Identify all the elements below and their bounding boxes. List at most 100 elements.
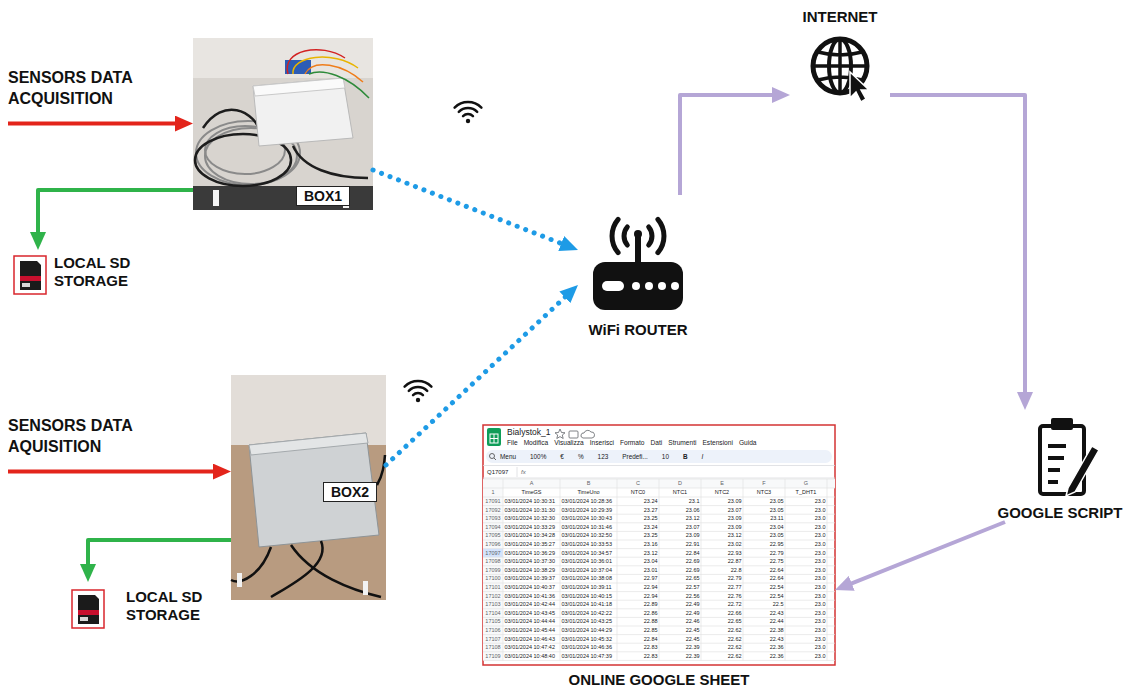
table-cell: 23.02 bbox=[701, 540, 743, 549]
row-number: 17105 bbox=[483, 617, 503, 626]
toolbar-item: Predefi... bbox=[622, 452, 648, 462]
spreadsheet-screenshot bbox=[483, 479, 835, 660]
spreadsheet-screenshot bbox=[490, 434, 498, 443]
column-letter: D bbox=[659, 479, 701, 488]
device-photo bbox=[213, 190, 219, 206]
router-symbol bbox=[658, 219, 664, 252]
router-symbol bbox=[632, 282, 640, 290]
table-cell: 23.12 bbox=[701, 531, 743, 540]
storage-text: LOCAL SD STORAGE bbox=[54, 254, 170, 290]
table-cell: 23.09 bbox=[659, 531, 701, 540]
table-cell: 22.72 bbox=[701, 600, 743, 609]
table-cell: 22.39 bbox=[659, 652, 701, 661]
spreadsheet-screenshot bbox=[490, 454, 495, 459]
table-cell: 23.04 bbox=[743, 523, 785, 532]
wireless-link bbox=[373, 170, 567, 246]
table-cell: 23.09 bbox=[701, 514, 743, 523]
script-symbol bbox=[1066, 446, 1099, 496]
row-number: 17102 bbox=[483, 592, 503, 601]
table-cell: 23.04 bbox=[617, 557, 659, 566]
router-symbol bbox=[612, 219, 618, 252]
table-cell: 22.84 bbox=[617, 635, 659, 644]
globe-symbol bbox=[813, 39, 869, 102]
table-cell: 23.16 bbox=[617, 540, 659, 549]
router-symbol bbox=[624, 227, 627, 245]
sd-card-icon bbox=[80, 617, 88, 621]
table-cell: 22.97 bbox=[617, 574, 659, 583]
spreadsheet-screenshot bbox=[555, 429, 565, 439]
table-cell: 03/01/2024 10:32:50 bbox=[560, 531, 617, 540]
table-cell: 22.64 bbox=[743, 566, 785, 575]
table-cell: 03/01/2024 10:48:40 bbox=[503, 652, 560, 661]
wifi-symbol bbox=[405, 381, 432, 402]
row-number: 17095 bbox=[483, 531, 503, 540]
table-cell: 23.0 bbox=[785, 557, 827, 566]
table-cell: 23.0 bbox=[785, 497, 827, 506]
device-photo bbox=[291, 545, 381, 597]
table-cell: 23.09 bbox=[701, 497, 743, 506]
table-cell: 03/01/2024 10:45:44 bbox=[503, 626, 560, 635]
device-photo bbox=[193, 38, 373, 210]
column-letter: E bbox=[701, 479, 743, 488]
device-photo bbox=[253, 78, 353, 146]
table-cell: 03/01/2024 10:47:42 bbox=[503, 643, 560, 652]
row-number: 17108 bbox=[483, 643, 503, 652]
router-icon: WiFi ROUTER bbox=[578, 195, 698, 339]
storage-arrow bbox=[88, 540, 231, 570]
table-cell: 23.0 bbox=[785, 574, 827, 583]
sd-card-icon bbox=[22, 283, 30, 287]
table-cell: 23.05 bbox=[743, 531, 785, 540]
table-cell: 23.01 bbox=[617, 566, 659, 575]
toolbar-item: B bbox=[683, 452, 688, 462]
table-cell: 03/01/2024 10:41:18 bbox=[560, 600, 617, 609]
device-photo bbox=[193, 186, 373, 210]
table-cell: 03/01/2024 10:38:08 bbox=[560, 574, 617, 583]
table-cell: 23.0 bbox=[785, 514, 827, 523]
icon-caption: WiFi ROUTER bbox=[578, 321, 698, 339]
table-cell: 22.44 bbox=[743, 617, 785, 626]
table-cell: 22.49 bbox=[659, 609, 701, 618]
sd-card-icon bbox=[78, 610, 99, 615]
table-cell: 23.0 bbox=[785, 583, 827, 592]
router-symbol bbox=[671, 282, 679, 290]
table-cell: 23.25 bbox=[617, 531, 659, 540]
input-arrow bbox=[8, 122, 181, 126]
table-cell: 22.91 bbox=[659, 540, 701, 549]
table-cell: 23.0 bbox=[785, 626, 827, 635]
table-cell: 03/01/2024 10:31:46 bbox=[560, 523, 617, 532]
spreadsheet-screenshot bbox=[487, 428, 501, 446]
row-number: 17093 bbox=[483, 514, 503, 523]
storage-arrow bbox=[38, 190, 193, 238]
menu-item: File bbox=[507, 438, 518, 447]
table-cell: 23.24 bbox=[617, 523, 659, 532]
table-cell: 22.49 bbox=[659, 600, 701, 609]
table-cell: 22.54 bbox=[743, 592, 785, 601]
table-cell: 23.0 bbox=[785, 592, 827, 601]
device-photo bbox=[231, 455, 385, 597]
table-cell: 23.05 bbox=[743, 506, 785, 515]
header-cell: T_DHT1 bbox=[785, 488, 827, 497]
device-photo: BOX2 bbox=[231, 375, 386, 600]
table-cell: 22.94 bbox=[617, 583, 659, 592]
wifi-symbol bbox=[409, 387, 427, 391]
row-number: 1 bbox=[483, 488, 503, 497]
table-cell: 22.83 bbox=[617, 643, 659, 652]
table-cell: 03/01/2024 10:29:39 bbox=[560, 506, 617, 515]
spreadsheet-screenshot bbox=[503, 479, 827, 660]
table-cell: 23.0 bbox=[785, 643, 827, 652]
table-cell: 22.65 bbox=[701, 617, 743, 626]
router-symbol bbox=[593, 262, 683, 310]
table-cell: 03/01/2024 10:41:36 bbox=[503, 592, 560, 601]
table-cell: 23.09 bbox=[701, 523, 743, 532]
input-label: SENSORS DATA AQUISITION bbox=[8, 416, 193, 480]
device-photo bbox=[231, 375, 386, 600]
data-flow-arrow bbox=[680, 95, 778, 195]
device-tag: BOX2 bbox=[323, 482, 377, 502]
menu-item: Strumenti bbox=[668, 438, 696, 447]
table-cell: 03/01/2024 10:45:32 bbox=[560, 635, 617, 644]
toolbar-item: 100% bbox=[530, 452, 546, 462]
table-cell: 22.36 bbox=[743, 652, 785, 661]
table-cell: 22.65 bbox=[659, 574, 701, 583]
spreadsheet-screenshot bbox=[494, 458, 496, 460]
device-photo bbox=[203, 110, 263, 136]
